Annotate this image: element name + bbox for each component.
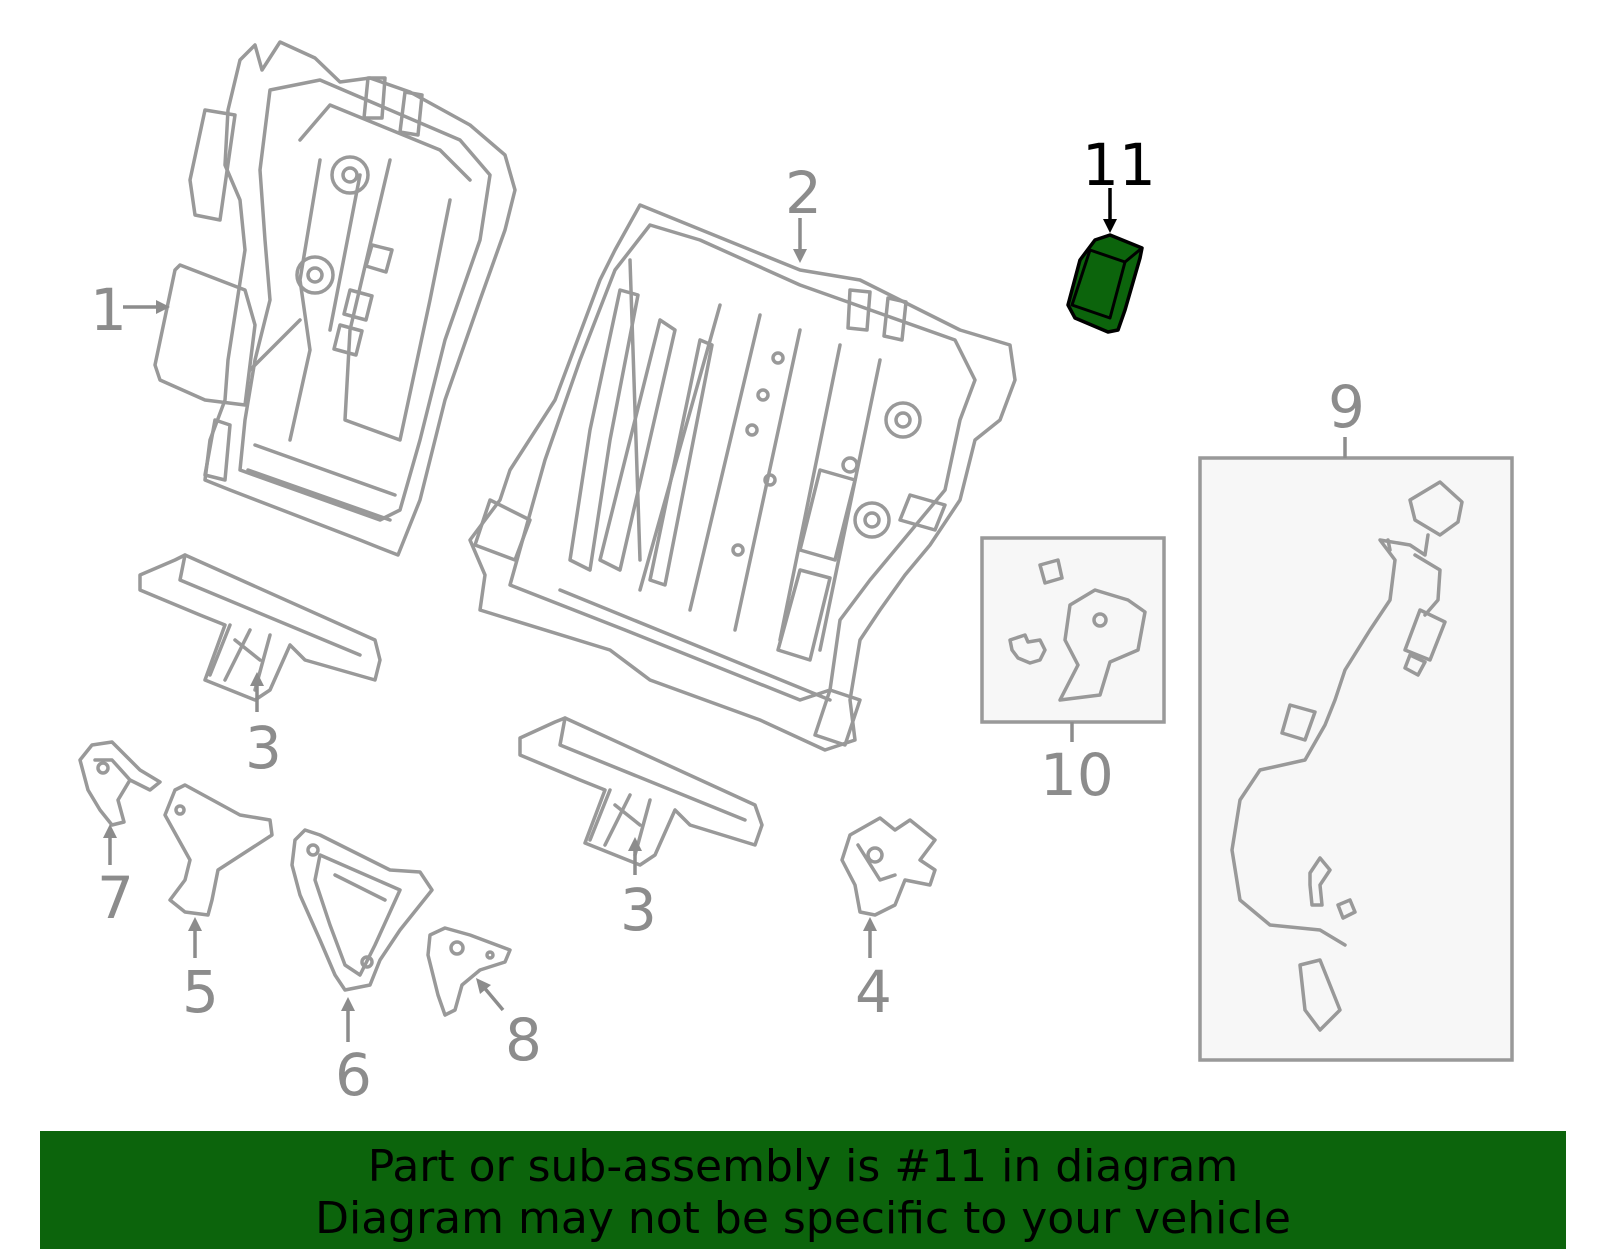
callout-11: 11 (1082, 131, 1156, 199)
banner-line-1: Part or sub-assembly is #11 in diagram (367, 1141, 1239, 1192)
part-6-bracket (290, 828, 434, 992)
callout-5: 5 (182, 958, 219, 1026)
callout-8: 8 (505, 1006, 542, 1074)
callout-4: 4 (855, 958, 892, 1026)
callout-9: 9 (1328, 373, 1365, 441)
part-5-plate (163, 783, 274, 917)
part-3-bracket-right (518, 716, 764, 867)
part-7-bracket (78, 740, 162, 827)
callout-2: 2 (785, 159, 822, 227)
callout-3-right: 3 (620, 876, 657, 944)
callout-3-left: 3 (245, 714, 282, 782)
part-9-kit (1198, 456, 1514, 1062)
callout-1: 1 (90, 276, 127, 344)
callout-arrows (103, 188, 1347, 1042)
part-11-highlighted (1066, 233, 1144, 334)
callout-10: 10 (1040, 741, 1114, 809)
part-1-seat-back-frame (153, 40, 517, 557)
info-banner: Part or sub-assembly is #11 in diagram D… (40, 1131, 1566, 1249)
callout-6: 6 (335, 1041, 372, 1109)
banner-line-2: Diagram may not be specific to your vehi… (315, 1193, 1291, 1244)
part-8-plate (426, 926, 512, 1017)
part-2-seat-back-frame (468, 203, 1017, 752)
callout-7: 7 (97, 864, 134, 932)
part-4-bracket (840, 816, 937, 917)
part-10-kit (980, 536, 1166, 724)
